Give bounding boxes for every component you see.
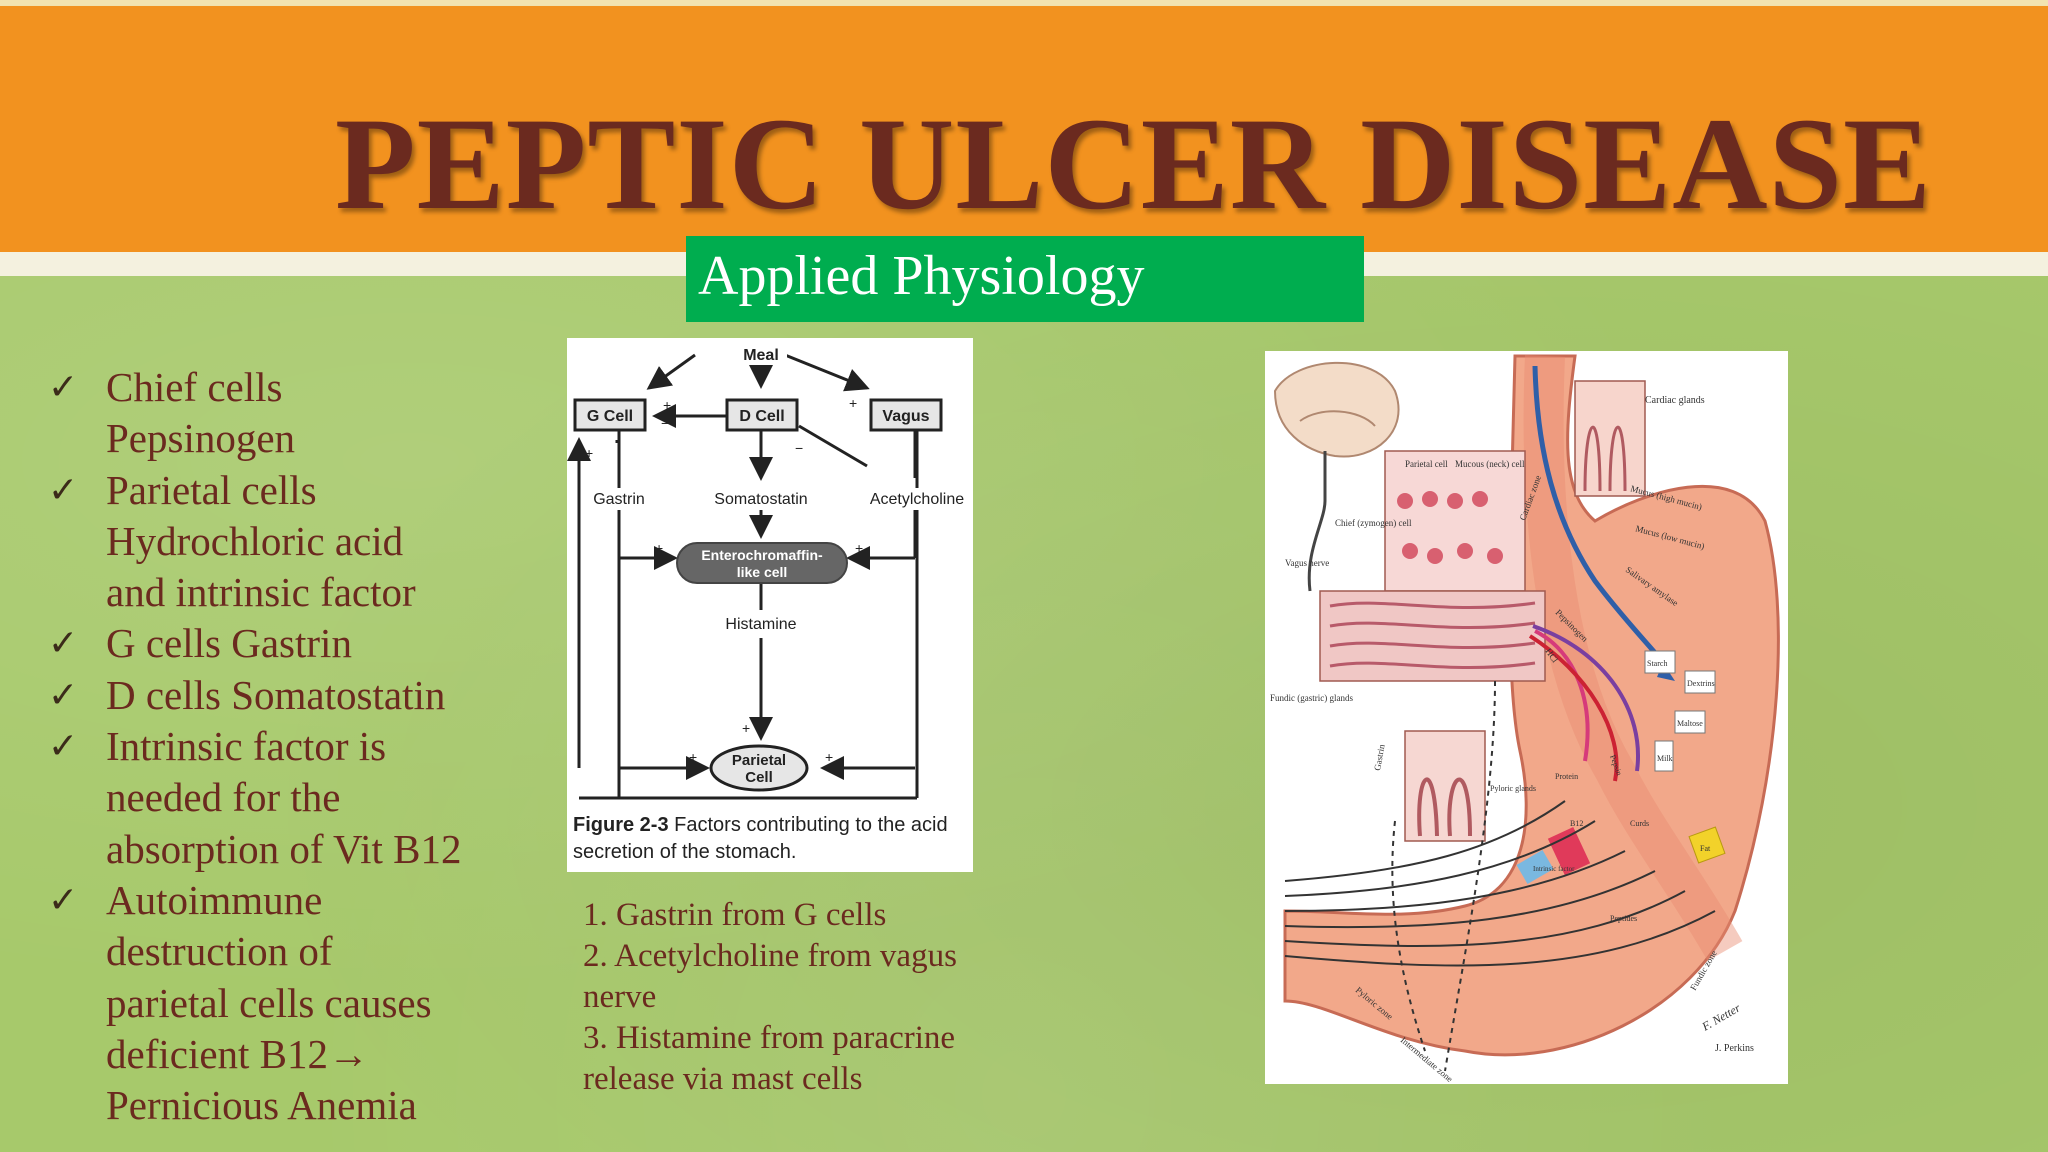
sign-plus: + (585, 445, 593, 461)
bullet-line: parietal cells causes (106, 979, 432, 1026)
top-strip (0, 0, 2048, 6)
node-ecl-line1: Enterochromaffin- (701, 547, 823, 563)
label-cardiac-glands: Cardiac glands (1645, 395, 1705, 406)
node-meal: Meal (743, 347, 779, 364)
bullet-item: ✓ D cells Somatostatin (48, 670, 578, 721)
sign-minus: − (795, 440, 803, 456)
checkmark-icon: ✓ (48, 726, 79, 768)
list-item: nerve (583, 979, 657, 1015)
bullet-line: D cells Somatostatin (106, 671, 446, 718)
label-curds: Curds (1630, 819, 1649, 828)
figure-caption: Figure 2-3 Factors contributing to the a… (573, 812, 973, 866)
sign-plus: + (849, 395, 857, 411)
bullet-item: ✓ G cells Gastrin (48, 618, 578, 669)
bullet-line: and intrinsic factor (106, 569, 416, 616)
sign-plus: + (742, 720, 750, 736)
sign-plus: + (855, 540, 863, 556)
sign-plus: + (825, 749, 833, 765)
sign-plus: + (663, 397, 671, 413)
list-item: 3. Histamine from paracrine (583, 1020, 956, 1056)
slide-title: PEPTIC ULCER DISEASE (335, 90, 1933, 237)
label-b12: B12 (1570, 819, 1583, 828)
label-fat: Fat (1700, 844, 1711, 853)
stomach-anatomy-image: Cardiac glands Parietal cell Mucous (nec… (1270, 354, 1780, 1084)
sign-minus: − (661, 415, 669, 431)
slide-subtitle: Applied Physiology (698, 245, 1145, 307)
numbered-list: 1. Gastrin from G cells 2. Acetylcholine… (583, 895, 1063, 1100)
acid-secretion-figure: Meal G Cell D Cell Vagus Gastrin Somatos… (567, 338, 973, 872)
label-peptides: Peptides (1610, 914, 1637, 923)
list-item: 2. Acetylcholine from vagus (583, 938, 957, 974)
node-d-cell: D Cell (739, 408, 784, 425)
label-mucous-neck-cell: Mucous (neck) cell (1455, 459, 1525, 469)
label-intrinsic-factor: Intrinsic factor (1533, 865, 1575, 873)
checkmark-icon: ✓ (48, 469, 79, 511)
bullet-line: absorption of Vit B12 (106, 825, 462, 872)
label-dextrins: Dextrins (1687, 679, 1715, 688)
title-banner (0, 6, 2048, 252)
sign-plus: + (655, 540, 663, 556)
signature: F. Netter (1699, 1000, 1743, 1034)
checkmark-icon: ✓ (48, 367, 79, 408)
list-item: release via mast cells (583, 1061, 863, 1097)
bullet-line: Pernicious Anemia (106, 1082, 417, 1129)
bullet-line: needed for the (106, 774, 341, 821)
node-g-cell: G Cell (587, 408, 633, 425)
label-protein: Protein (1555, 772, 1578, 781)
bullet-line: Parietal cells (106, 466, 317, 513)
node-ecl-line2: like cell (737, 564, 788, 580)
label-maltose: Maltose (1677, 719, 1703, 728)
subtitle-box (686, 236, 1364, 322)
list-item: 1. Gastrin from G cells (583, 897, 887, 933)
node-parietal-line2: Cell (745, 769, 773, 786)
bullet-list: ✓ Chief cells Pepsinogen ✓ Parietal cell… (48, 362, 578, 1131)
bullet-line: Hydrochloric acid (106, 517, 404, 564)
bullet-line: deficient B12→ (106, 1030, 370, 1077)
bullet-item: ✓ Chief cells Pepsinogen (48, 362, 578, 465)
stomach-illustration: Cardiac glands Parietal cell Mucous (nec… (1265, 351, 1788, 1084)
label-pyloric-glands: Pyloric glands (1490, 784, 1536, 793)
node-parietal-line1: Parietal (732, 752, 786, 769)
label-gastrin: Gastrin (593, 491, 645, 508)
bullet-item: ✓ Intrinsic factor is needed for the abs… (48, 721, 578, 875)
caption-text-line1: Factors contributing to the acid (674, 814, 948, 836)
bullet-line: Pepsinogen (106, 415, 296, 462)
bullet-line: G cells Gastrin (106, 620, 352, 667)
node-vagus: Vagus (882, 408, 929, 425)
bullet-line: Intrinsic factor is (106, 723, 387, 770)
bullet-line: Autoimmune (106, 876, 323, 923)
label-histamine: Histamine (725, 616, 796, 633)
checkmark-icon: ✓ (48, 623, 79, 665)
label-somatostatin: Somatostatin (714, 491, 807, 508)
bullet-line: destruction of (106, 928, 333, 975)
checkmark-icon: ✓ (48, 674, 79, 716)
caption-text-line2: secretion of the stomach. (573, 841, 797, 863)
acid-secretion-diagram: Meal G Cell D Cell Vagus Gastrin Somatos… (567, 343, 967, 800)
bullet-line: Chief cells (106, 364, 283, 410)
checkmark-icon: ✓ (48, 879, 79, 921)
label-chief-cell: Chief (zymogen) cell (1335, 518, 1412, 528)
sign-plus: + (689, 749, 697, 765)
label-starch: Starch (1647, 659, 1667, 668)
artist-credit: J. Perkins (1715, 1043, 1754, 1054)
label-acetylcholine: Acetylcholine (870, 491, 964, 508)
bullet-item: ✓ Parietal cells Hydrochloric acid and i… (48, 465, 578, 619)
bullet-item: ✓ Autoimmune destruction of parietal cel… (48, 875, 578, 1131)
label-fundic-glands: Fundic (gastric) glands (1270, 693, 1353, 703)
label-vagus-nerve: Vagus nerve (1285, 558, 1329, 568)
label-gastrin: Gastrin (1372, 743, 1387, 771)
label-parietal-cell: Parietal cell (1405, 459, 1448, 469)
label-milk: Milk (1657, 754, 1673, 763)
caption-label: Figure 2-3 (573, 814, 669, 836)
